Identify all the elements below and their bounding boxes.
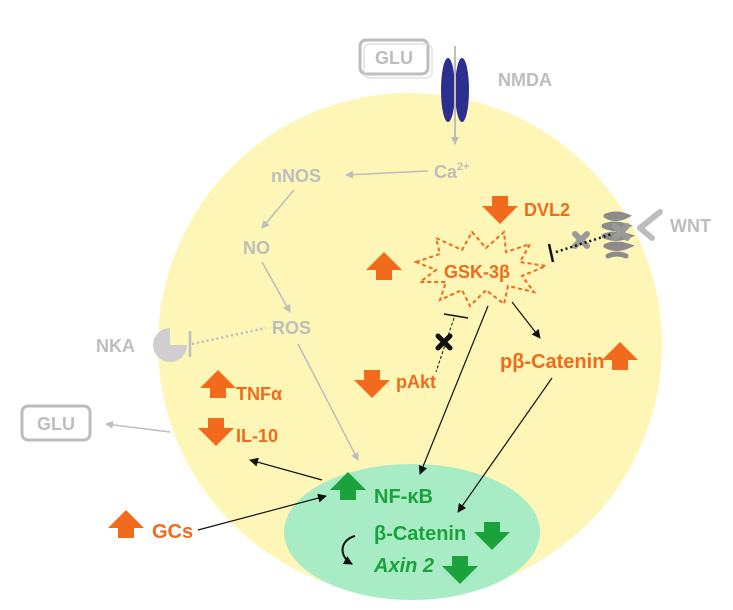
gcs-label: GCs — [152, 521, 193, 543]
nfkb-up-arrow — [330, 472, 366, 500]
glu-top-label: GLU — [375, 48, 413, 68]
tnfa-up-arrow — [200, 370, 236, 398]
dvl2-label: DVL2 — [524, 200, 570, 220]
pakt-down-arrow — [354, 370, 390, 398]
dvl2-down-arrow — [482, 196, 518, 224]
tnfa-label: TNFα — [236, 384, 282, 404]
nka-label: NKA — [96, 336, 135, 356]
arrow-gsk-to-nfkb — [418, 305, 489, 475]
gsk3b-label: GSK-3β — [444, 262, 510, 282]
ca-label: Ca2+ — [434, 161, 470, 182]
wnt-receptor — [572, 209, 663, 259]
nmda-label: NMDA — [498, 70, 552, 90]
x-mark-mid-icon — [572, 231, 590, 249]
arrow-to-glu-left — [105, 420, 171, 433]
il10-down-arrow — [198, 418, 234, 446]
arrow-nucleus-to-cytokines — [249, 457, 323, 481]
pakt-label: pAkt — [396, 372, 436, 392]
arrow-ros-to-nucleus — [297, 343, 359, 461]
glu-top-box: GLU — [358, 38, 433, 79]
wnt-inhibit-bar — [547, 243, 555, 263]
arrow-ca-to-nnos — [345, 170, 429, 179]
nmda-receptor — [441, 46, 469, 145]
pakt-inhibit-line — [435, 317, 455, 373]
glu-left-box: GLU — [20, 404, 92, 442]
x-mark-pakt-icon — [435, 333, 453, 351]
cell-body — [158, 93, 662, 597]
axin2-down-arrow — [442, 556, 478, 584]
pbcatenin-up-arrow — [602, 342, 638, 370]
nfkb-label: NF-κB — [374, 486, 433, 508]
arrow-gsk-to-pbcatenin — [511, 301, 541, 339]
bcatenin-label: β-Catenin — [374, 523, 466, 545]
no-label: NO — [243, 238, 270, 258]
bcatenin-down-arrow — [474, 522, 510, 550]
arrow-nnos-to-no — [261, 189, 295, 229]
gcs-up-arrow — [108, 510, 144, 538]
arrow-gcs-to-nfkb — [197, 493, 327, 531]
nnos-label: nNOS — [271, 166, 321, 186]
ros-label: ROS — [272, 318, 311, 338]
gsk3b-up-arrow — [366, 252, 402, 280]
il10-label: IL-10 — [236, 426, 278, 446]
gsk3b-starburst — [413, 229, 550, 308]
curved-feedback-arrow — [341, 535, 356, 565]
nka-pump — [153, 326, 267, 362]
pakt-inhibit-bar — [443, 313, 469, 319]
axin2-label: Axin 2 — [373, 555, 434, 577]
x-mark-wnt-icon — [612, 223, 630, 241]
glu-left-label: GLU — [37, 414, 75, 434]
arrow-no-to-ros — [261, 261, 291, 313]
pbcatenin-label: pβ-Catenin — [500, 351, 604, 373]
arrow-pbcatenin-to-bcatenin — [457, 377, 553, 513]
wnt-label: WNT — [670, 216, 711, 236]
